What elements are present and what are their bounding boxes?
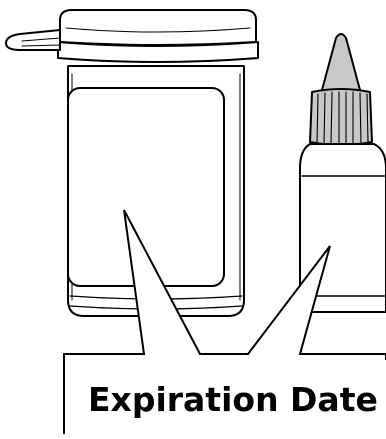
vial-lid	[60, 10, 256, 45]
bottle-cap	[310, 89, 372, 145]
callout-label: Expiration Date	[88, 380, 378, 419]
bottle-dropper-tip	[322, 34, 360, 90]
vial-lid-ring	[58, 42, 258, 62]
